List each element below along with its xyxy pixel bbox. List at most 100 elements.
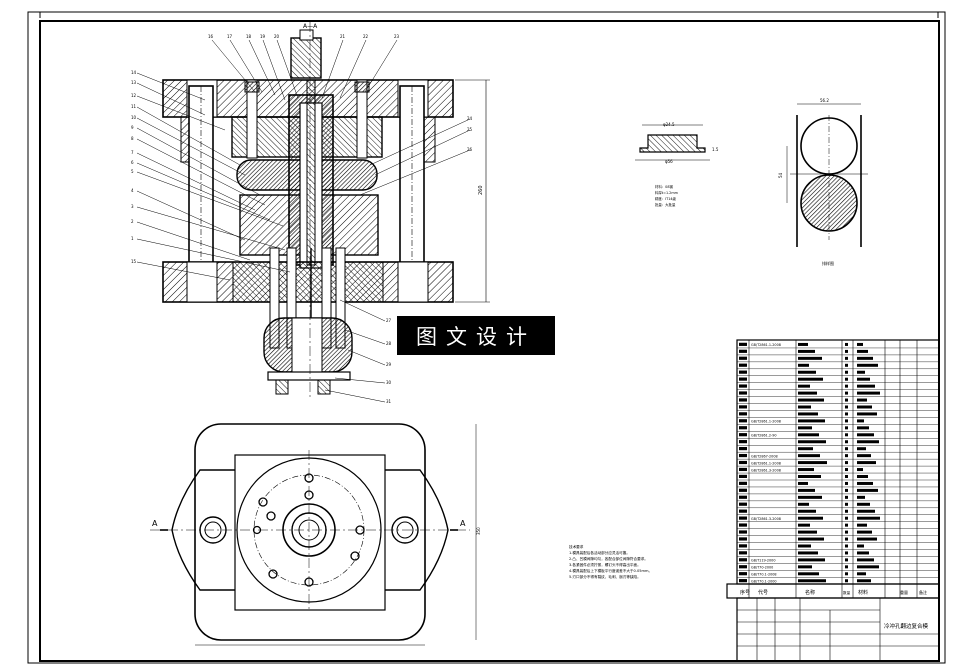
svg-text:21: 21 [340,34,346,39]
bom-qty [845,426,848,430]
bom-name [798,377,823,381]
bom-qty [845,342,848,346]
bom-material [857,544,864,548]
bom-material [857,370,865,374]
svg-text:材料：08钢: 材料：08钢 [655,184,673,189]
bom-name [798,551,818,555]
svg-text:18: 18 [246,34,252,39]
bom-material [857,495,865,499]
bom-code: GB/T70-2000 [751,566,773,570]
bom-row-number [739,363,747,367]
bom-row-number [739,481,747,485]
dim-plan-width: 350 [476,527,481,535]
bom-qty [845,558,848,562]
svg-text:19: 19 [260,34,266,39]
section-view: A—A [162,22,490,400]
bom-qty [845,349,848,353]
bom-qty [845,419,848,423]
svg-text:27: 27 [386,318,392,323]
bom-material [857,530,872,534]
bom-name [798,342,808,346]
bom-name [798,440,826,444]
bom-qty [845,370,848,374]
bom-row-number [739,419,747,423]
bom-material [857,488,878,492]
svg-text:1: 1 [131,236,134,241]
svg-text:精度：IT14级: 精度：IT14级 [655,196,677,201]
svg-text:备注: 备注 [919,589,927,595]
bom-row-number [739,370,747,374]
svg-text:批量：大批量: 批量：大批量 [655,202,676,207]
bom-name [798,447,813,451]
bom-row-number [739,342,747,346]
bom-material [857,454,871,458]
bom-material [857,523,867,527]
bom-row-number [739,558,747,562]
svg-text:材料: 材料 [858,589,868,596]
bom-qty [845,461,848,465]
svg-text:12: 12 [131,93,137,98]
bom-name [798,495,822,499]
bom-qty [845,447,848,451]
bom-qty [845,509,848,513]
outer-frame [27,11,946,664]
dim-part-bottom: φ56 [665,159,673,164]
bom-name [798,405,811,409]
bom-row-number [739,502,747,506]
bom-material [857,405,872,409]
bom-qty [845,391,848,395]
bom-qty [845,475,848,478]
watermark-banner: 图文设计 [397,316,555,355]
svg-text:26: 26 [467,147,473,152]
bom-name [798,433,819,437]
bom-name [798,544,811,548]
bom-name [798,537,824,541]
dim-part-height: 1.5 [712,147,719,152]
bom-qty [845,544,848,548]
bom-qty [845,551,848,555]
tech-notes: 技术要求 1.模具装配后各活动部分应灵活可靠。 2.凸、凹模间隙均匀，各配合部位… [569,544,652,579]
bom-material [857,475,868,478]
bom-row-number [739,447,747,451]
bom-material [857,502,870,506]
part-drawing [635,124,710,161]
bom-material [857,516,880,520]
svg-text:25: 25 [467,127,473,132]
bom-row-number [739,530,747,534]
svg-text:名称: 名称 [805,589,815,596]
bom-rows: GB/T2861.1-2008GB/T2861.1-2008GB/T2861.2… [737,342,939,585]
bom-code: GB/T2861.2-90 [751,434,777,438]
bom-row-number [739,349,747,353]
bom-material [857,558,874,562]
bom-row-number [739,405,747,409]
svg-text:29: 29 [386,362,392,367]
bom-material [857,509,875,513]
bom-material [857,440,879,444]
bom-row-number [739,433,747,437]
bom-material [857,419,864,423]
svg-text:5: 5 [131,169,134,174]
svg-text:30: 30 [386,380,392,385]
bom-code: GB/T2861.1-2008 [751,461,781,465]
svg-text:28: 28 [386,341,392,346]
bom-name [798,481,808,485]
bom-row-number [739,453,747,458]
bom-material [857,551,869,555]
svg-text:16: 16 [208,34,214,39]
svg-text:31: 31 [386,399,392,404]
bom-row-number [739,384,747,388]
bom-code: GB/T2867-2008 [751,454,778,458]
svg-text:15: 15 [131,259,137,264]
bom-material [857,537,877,541]
bom-material [857,468,863,472]
bom-qty [845,384,848,388]
section-mark-left: A [152,519,158,528]
bom-name [798,509,816,513]
svg-text:重量: 重量 [900,589,908,595]
bom-qty [845,565,848,569]
bom-qty [845,488,848,492]
bom-row-number [739,509,747,513]
bom-row-number [739,391,747,395]
